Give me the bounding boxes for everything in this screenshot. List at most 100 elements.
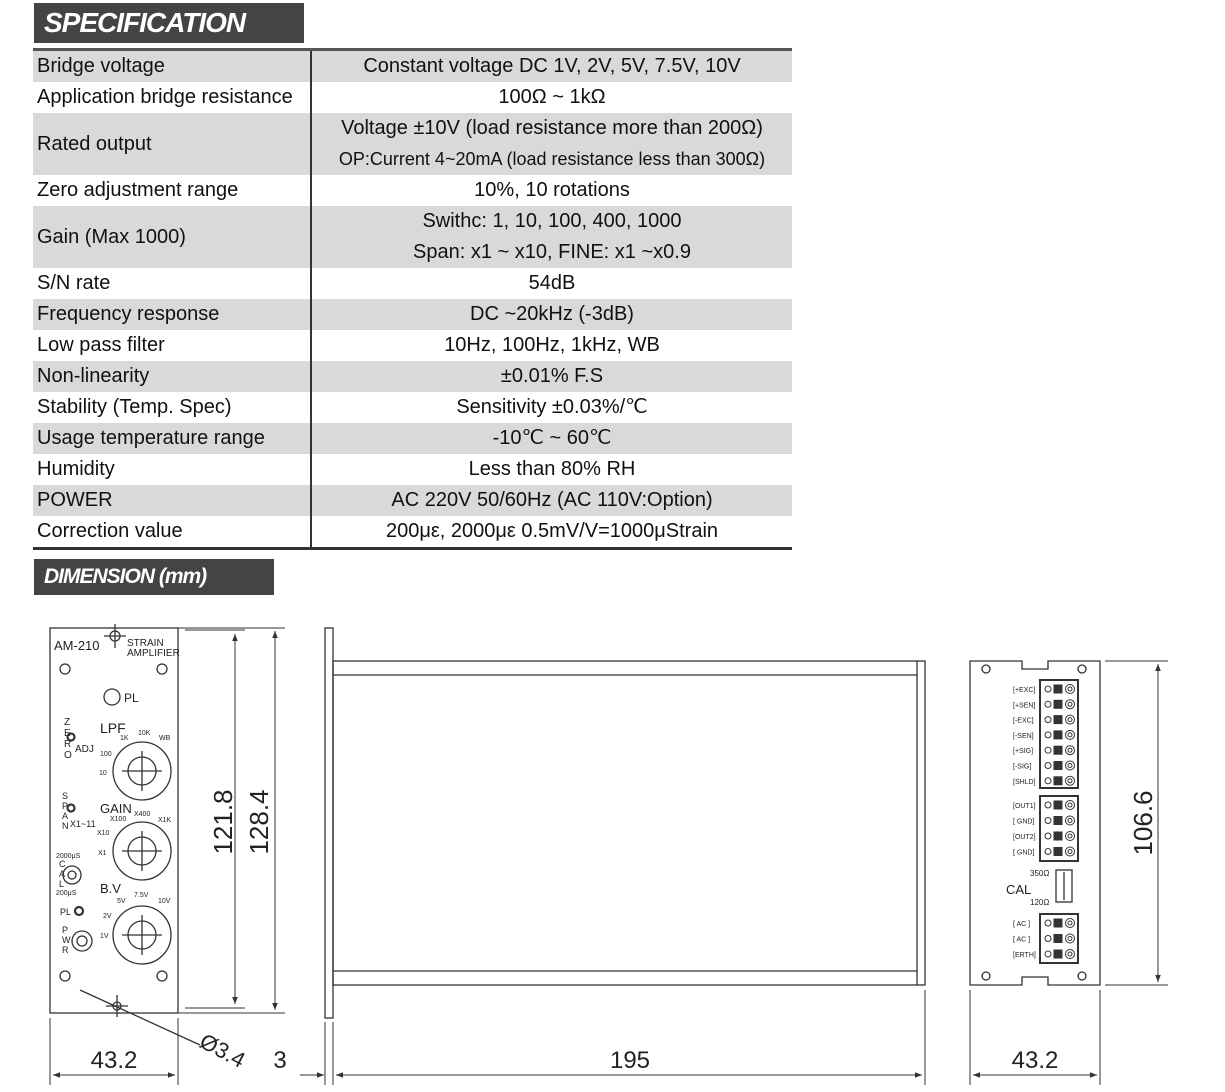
terminal-screw-icon	[1044, 760, 1075, 771]
screw-hole-br	[156, 970, 168, 982]
power-switch	[71, 930, 93, 952]
spec-value-line: Voltage ±10V (load resistance more than …	[341, 117, 763, 139]
spec-value-line: 10Hz, 100Hz, 1kHz, WB	[444, 334, 660, 356]
spec-row: Usage temperature range-10℃ ~ 60℃	[33, 423, 792, 454]
cal-switch	[62, 865, 82, 885]
pl-label: PL	[124, 691, 139, 705]
gain-x1-label: X1	[98, 850, 107, 857]
spec-label: Correction value	[33, 516, 312, 549]
side-flange	[324, 627, 334, 1019]
pl-lamp	[103, 688, 121, 706]
dimension-heading: DIMENSION (mm)	[34, 559, 274, 595]
spec-label: POWER	[33, 485, 312, 516]
span-range-label: X1~11	[70, 819, 96, 829]
spec-value: 10Hz, 100Hz, 1kHz, WB	[311, 330, 792, 361]
rear-panel-outline	[969, 660, 1101, 986]
rear-width-value: 43.2	[1012, 1047, 1059, 1074]
spec-value-line: Span: x1 ~ x10, FINE: x1 ~x0.9	[413, 241, 691, 263]
spec-value: Voltage ±10V (load resistance more than …	[311, 113, 792, 175]
spec-value-line: Constant voltage DC 1V, 2V, 5V, 7.5V, 10…	[363, 55, 741, 77]
terminal-label: [-SIG]	[1013, 764, 1031, 771]
spec-value-line: 54dB	[528, 272, 576, 294]
lpf-10-label: 10	[99, 770, 107, 777]
rear-height-value: 106.6	[1128, 790, 1158, 855]
spec-value-line: Less than 80% RH	[468, 458, 636, 480]
pl-lower-label: PL	[60, 907, 71, 917]
front-width-value: 43.2	[91, 1047, 138, 1074]
terminal-label: [SHLD]	[1013, 779, 1036, 786]
specification-table: Bridge voltage Constant voltage DC 1V, 2V…	[33, 48, 792, 550]
rear-hole-bl	[981, 971, 991, 981]
specification-heading: SPECIFICATION	[34, 3, 304, 43]
terminal-screw-icon	[1044, 745, 1075, 756]
terminal-label: [+EXC]	[1013, 687, 1035, 694]
lpf-10k-label: 10K	[138, 730, 151, 737]
spec-row: Rated output Voltage ±10V (load resistanc…	[33, 113, 792, 175]
terminal-screw-icon	[1044, 775, 1075, 786]
spec-value-line: 100Ω ~ 1kΩ	[498, 86, 606, 108]
spec-label: Bridge voltage	[33, 49, 312, 82]
side-body	[332, 660, 926, 986]
spec-value: Sensitivity ±0.03%/℃	[311, 392, 792, 423]
model-label: AM-210	[54, 638, 100, 653]
spec-label: Stability (Temp. Spec)	[33, 392, 312, 423]
lpf-1k-label: 1K	[120, 735, 129, 742]
terminal-block-mid	[1039, 795, 1079, 862]
length-value: 195	[610, 1047, 650, 1074]
strain-label: STRAIN	[127, 638, 164, 649]
bv-1v-label: 1V	[100, 933, 109, 940]
gain-label: GAIN	[100, 801, 132, 816]
screw-hole-tl	[59, 663, 71, 675]
spec-label: Frequency response	[33, 299, 312, 330]
spec-value: Less than 80% RH	[311, 454, 792, 485]
spec-row: Non-linearity±0.01% F.S	[33, 361, 792, 392]
bv-7.5v-label: 7.5V	[134, 892, 149, 899]
hole-diameter-value: Ø3.4	[196, 1028, 250, 1072]
spec-value: ±0.01% F.S	[311, 361, 792, 392]
outer-height-value: 128.4	[244, 789, 274, 854]
rear-panel-drawing	[969, 660, 1101, 986]
spec-value: 200με, 2000με 0.5mV/V=1000μStrain	[311, 516, 792, 549]
cal-200-label: 200μS	[56, 890, 77, 897]
rear-hole-br	[1077, 971, 1087, 981]
terminal-label: [ AC ]	[1013, 937, 1030, 944]
terminal-label: [-SEN]	[1013, 733, 1034, 740]
spec-value-line: OP:Current 4~20mA (load resistance less …	[338, 149, 766, 169]
spec-value-line: AC 220V 50/60Hz (AC 110V:Option)	[391, 489, 713, 511]
terminal-label: [OUT1]	[1013, 803, 1036, 810]
terminal-screw-icon	[1044, 714, 1075, 725]
spec-row: Stability (Temp. Spec)Sensitivity ±0.03%…	[33, 392, 792, 423]
bv-2v-label: 2V	[103, 913, 112, 920]
spec-label: Gain (Max 1000)	[33, 206, 312, 268]
inner-height-value: 121.8	[208, 789, 238, 854]
terminal-label: [ GND]	[1013, 850, 1034, 857]
top-mount-hole	[104, 624, 126, 648]
spec-value: Constant voltage DC 1V, 2V, 5V, 7.5V, 10…	[311, 49, 792, 82]
spec-label: Zero adjustment range	[33, 175, 312, 206]
pl-lower-lamp	[73, 905, 85, 917]
lpf-label: LPF	[100, 720, 126, 736]
terminal-screw-icon	[1044, 933, 1075, 944]
spec-label: Rated output	[33, 113, 312, 175]
spec-row: Gain (Max 1000) Swithc: 1, 10, 100, 400, …	[33, 206, 792, 268]
spec-value: DC ~20kHz (-3dB)	[311, 299, 792, 330]
spec-label: Application bridge resistance	[33, 82, 312, 113]
spec-value-line: Swithc: 1, 10, 100, 400, 1000	[422, 210, 682, 232]
cal-2000-label: 2000μS	[56, 853, 81, 860]
spec-value: 100Ω ~ 1kΩ	[311, 82, 792, 113]
terminal-label: [ GND]	[1013, 819, 1034, 826]
screw-hole-tr	[156, 663, 168, 675]
terminal-screw-icon	[1044, 846, 1075, 857]
bv-10v-label: 10V	[158, 898, 171, 905]
amplifier-label: AMPLIFIER	[127, 648, 180, 659]
terminal-screw-icon	[1044, 815, 1075, 826]
terminal-screw-icon	[1044, 918, 1075, 928]
